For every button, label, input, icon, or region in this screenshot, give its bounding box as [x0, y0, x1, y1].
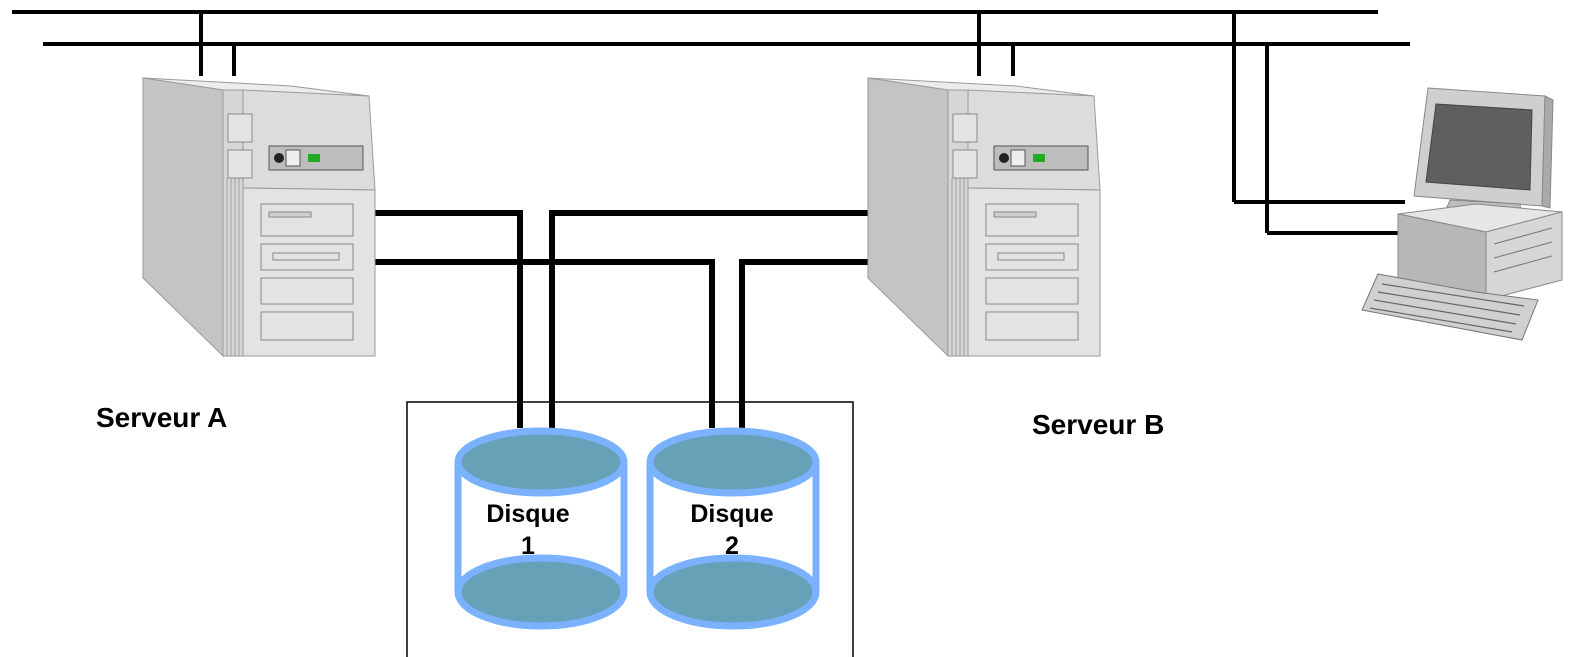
desktop-computer-icon [1361, 87, 1563, 341]
disk-2-label: Disque 2 [676, 498, 788, 562]
disk-bay-enclosure [406, 401, 854, 657]
network-bus [12, 10, 1410, 235]
server-a-label: Serveur A [96, 402, 228, 433]
cable-a-disk1 [362, 210, 523, 428]
cable-b-disk1 [549, 210, 870, 428]
cable-b-disk2 [739, 259, 870, 428]
disk-1-label-line2: 1 [521, 532, 535, 560]
disk-2 [646, 427, 820, 630]
server-tower-icon [142, 77, 376, 357]
disk-cylinder-icon [646, 427, 820, 630]
cable-a-disk2 [362, 259, 715, 428]
disk-cylinder-icon [454, 427, 628, 630]
disk-2-label-line2: 2 [725, 532, 739, 560]
storage-cables [362, 210, 870, 428]
server-b-label: Serveur B [1032, 409, 1165, 440]
server-tower-icon [867, 77, 1101, 357]
disk-1-label: Disque 1 [472, 498, 584, 562]
disk-1-label-line1: Disque [486, 500, 570, 528]
disk-2-label-line1: Disque [690, 500, 774, 528]
disk-1 [454, 427, 628, 630]
